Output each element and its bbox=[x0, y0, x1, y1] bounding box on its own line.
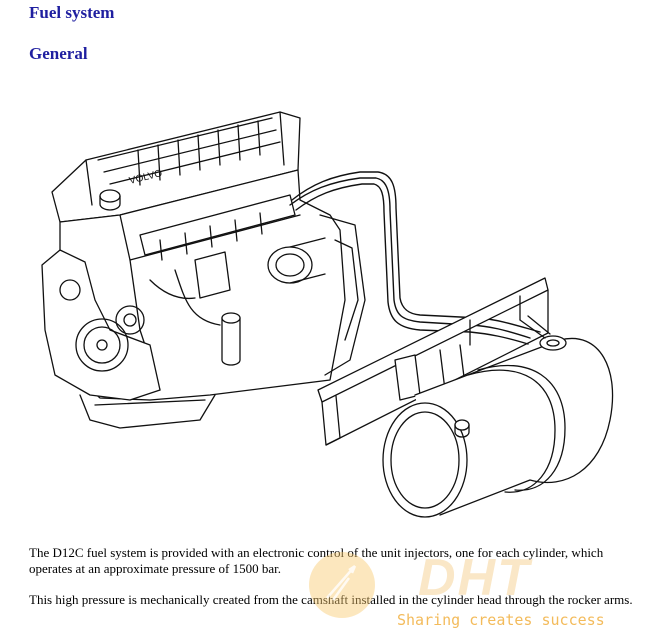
subsection-title: General bbox=[29, 44, 88, 63]
paragraph-1: The D12C fuel system is provided with an… bbox=[29, 545, 604, 576]
fuel-system-illustration: VOLVO bbox=[41, 111, 614, 518]
paragraph-2: This high pressure is mechanically creat… bbox=[29, 592, 633, 607]
fuel-lines bbox=[289, 171, 541, 345]
section-title: Fuel system bbox=[29, 3, 115, 22]
frame-rail bbox=[317, 277, 549, 446]
watermark-logo: DHT bbox=[418, 549, 531, 607]
fuel-tank bbox=[382, 315, 614, 518]
watermark-slogan: Sharing creates success bbox=[397, 611, 605, 629]
engine-block bbox=[41, 111, 366, 429]
